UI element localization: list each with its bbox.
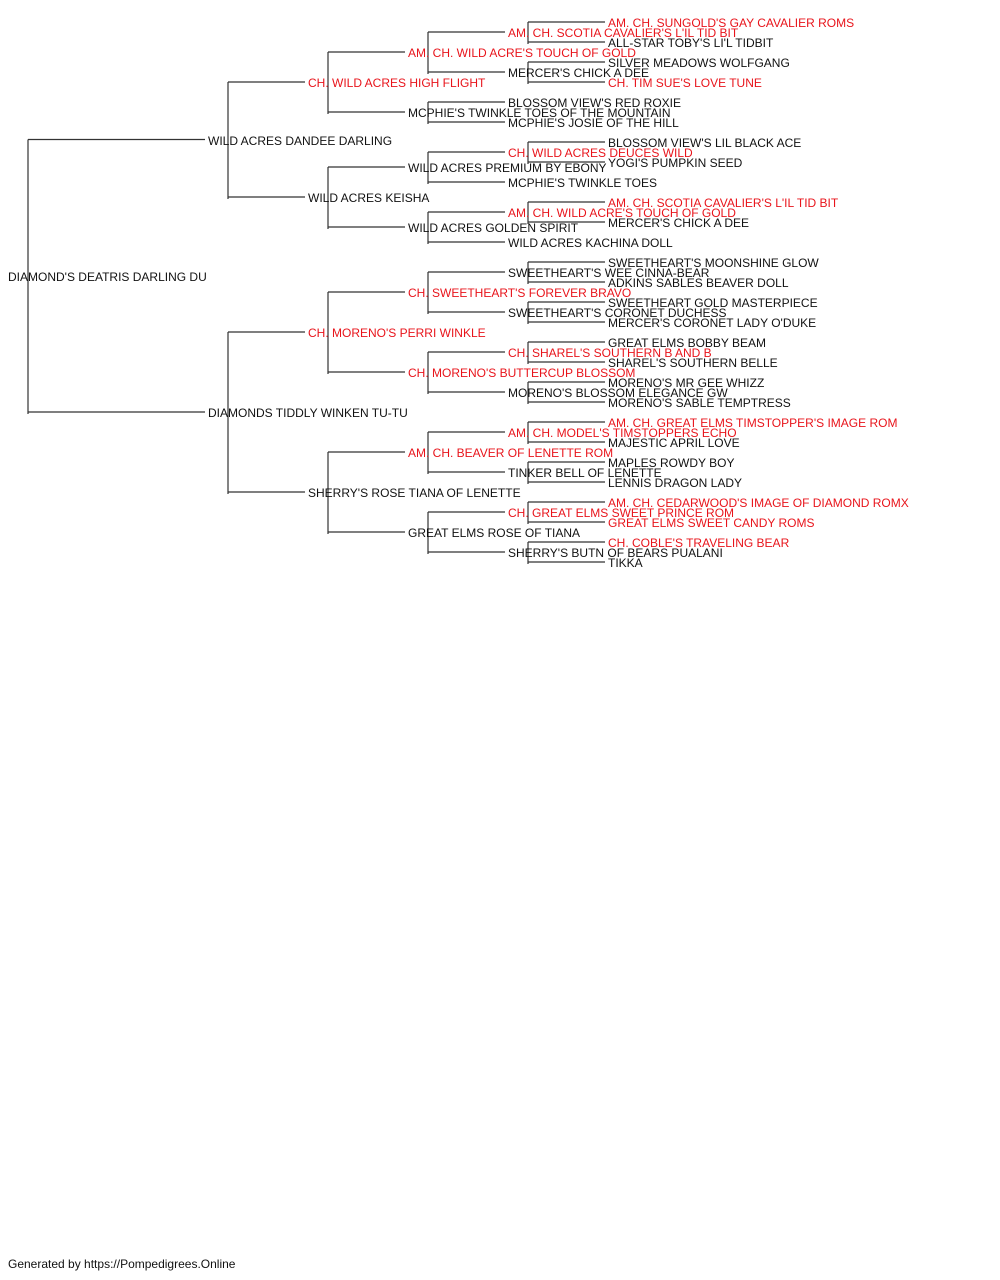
dog-name-dam: DIAMONDS TIDDLY WINKEN TU-TU [208, 406, 408, 420]
dog-name-dam-dam-dam-sire-dam: GREAT ELMS SWEET CANDY ROMS [608, 516, 815, 530]
dog-name-dam-dam-sire-dam-dam: LENNIS DRAGON LADY [608, 476, 743, 490]
dog-name-dam-sire-dam-dam-sire: MORENO'S MR GEE WHIZZ [608, 376, 765, 390]
dog-name-sire: WILD ACRES DANDEE DARLING [208, 133, 393, 148]
dog-name-dam-dam-sire-dam: TINKER BELL OF LENETTE [508, 466, 662, 480]
dog-name-dam-sire-sire-dam: SWEETHEART'S CORONET DUCHESS [508, 306, 727, 320]
dog-name-sire-dam-dam-sire: AM. CH. WILD ACRE'S TOUCH OF GOLD [508, 206, 736, 220]
dog-name-sire-sire-sire-sire: AM. CH. SCOTIA CAVALIER'S L'IL TID BIT [508, 26, 739, 40]
dog-name-dam-sire-sire-sire-sire: SWEETHEART'S MOONSHINE GLOW [608, 256, 819, 270]
dog-name-sire-dam-dam: WILD ACRES GOLDEN SPIRIT [408, 221, 579, 235]
dog-name-dam-sire-dam-sire: CH. SHAREL'S SOUTHERN B AND B [508, 346, 712, 360]
dog-name-dam-dam-sire: AM. CH. BEAVER OF LENETTE ROM [408, 446, 614, 460]
dog-name-sire-sire-dam-dam: MCPHIE'S JOSIE OF THE HILL [508, 116, 679, 130]
dog-name-sire-sire-sire: AM. CH. WILD ACRE'S TOUCH OF GOLD [408, 46, 636, 60]
dog-name-dam-dam-dam-dam: SHERRY'S BUTN OF BEARS PUALANI [508, 546, 723, 560]
dog-name-dam-dam-dam-sire: CH. GREAT ELMS SWEET PRINCE ROM [508, 506, 735, 520]
dog-name-dam-dam-dam-dam-dam: TIKKA [608, 556, 643, 570]
dog-name-dam-dam-sire-dam-sire: MAPLES ROWDY BOY [608, 456, 735, 470]
dog-name-dam-dam-sire-sire-dam: MAJESTIC APRIL LOVE [608, 436, 740, 450]
dog-name-sire-sire-dam: MCPHIE'S TWINKLE TOES OF THE MOUNTAIN [408, 106, 671, 120]
dog-name-dam-dam-dam-sire-sire: AM. CH. CEDARWOOD'S IMAGE OF DIAMOND ROM… [608, 496, 909, 510]
dog-name-sire-sire-sire-dam: MERCER'S CHICK A DEE [508, 66, 649, 80]
dog-name-dam-sire-sire-sire: SWEETHEART'S WEE CINNA-BEAR [508, 266, 710, 280]
dog-name-sire-sire: CH. WILD ACRES HIGH FLIGHT [308, 76, 486, 90]
dog-name-dam-sire-dam-sire-sire: GREAT ELMS BOBBY BEAM [608, 336, 767, 350]
dog-name-dam-sire-sire-sire-dam: ADKINS SABLES BEAVER DOLL [608, 276, 789, 290]
dog-name-sire-dam-sire-sire-dam: YOGI'S PUMPKIN SEED [608, 156, 743, 170]
dog-name-dam-sire-dam-sire-dam: SHAREL'S SOUTHERN BELLE [608, 356, 778, 370]
dog-name-sire-dam-sire-sire: CH. WILD ACRES DEUCES WILD [508, 146, 693, 160]
dog-name-sire-dam-sire-sire-sire: BLOSSOM VIEW'S LIL BLACK ACE [608, 136, 802, 150]
footer-credit: Generated by https://Pompedigrees.Online [8, 1257, 236, 1271]
dog-name-sire-sire-sire-sire-dam: ALL-STAR TOBY'S LI'L TIDBIT [608, 36, 774, 50]
dog-name-dam-sire-sire-dam-dam: MERCER'S CORONET LADY O'DUKE [608, 316, 817, 330]
dog-name-dam-sire-sire-dam-sire: SWEETHEART GOLD MASTERPIECE [608, 296, 818, 310]
dog-name-dam-sire-dam-dam: MORENO'S BLOSSOM ELEGANCE GW [508, 386, 728, 400]
dog-name-sire-dam: WILD ACRES KEISHA [308, 191, 430, 205]
dog-name-dam-dam-dam-dam-sire: CH. COBLE'S TRAVELING BEAR [608, 536, 790, 550]
dog-name-sire-dam-dam-dam: WILD ACRES KACHINA DOLL [508, 236, 673, 250]
dog-name-sire-sire-sire-sire-sire: AM. CH. SUNGOLD'S GAY CAVALIER ROMS [608, 16, 855, 30]
dog-name-dam-dam: SHERRY'S ROSE TIANA OF LENETTE [308, 486, 521, 500]
dog-name-sire-dam-sire: WILD ACRES PREMIUM BY EBONY [408, 161, 607, 175]
dog-name-dam-sire-dam: CH. MORENO'S BUTTERCUP BLOSSOM [408, 366, 636, 380]
dog-name-sire-dam-dam-sire-sire: AM. CH. SCOTIA CAVALIER'S L'IL TID BIT [608, 196, 839, 210]
dog-name-sire-sire-dam-sire: BLOSSOM VIEW'S RED ROXIE [508, 96, 681, 110]
dog-name-dam-sire: CH. MORENO'S PERRI WINKLE [308, 326, 486, 340]
dog-name-sire-sire-sire-dam-sire: SILVER MEADOWS WOLFGANG [608, 56, 790, 70]
dog-name-sire-dam-sire-dam: MCPHIE'S TWINKLE TOES [508, 176, 657, 190]
dog-name-dam-sire-sire: CH. SWEETHEART'S FOREVER BRAVO [408, 286, 632, 300]
dog-name-subject: DIAMOND'S DEATRIS DARLING DU [8, 269, 207, 284]
dog-name-dam-dam-sire-sire: AM. CH. MODEL'S TIMSTOPPERS ECHO [508, 426, 737, 440]
dog-name-dam-sire-dam-dam-dam: MORENO'S SABLE TEMPTRESS [608, 396, 791, 410]
dog-name-dam-dam-dam: GREAT ELMS ROSE OF TIANA [408, 526, 581, 540]
dog-name-sire-dam-dam-sire-dam: MERCER'S CHICK A DEE [608, 216, 749, 230]
dog-name-dam-dam-sire-sire-sire: AM. CH. GREAT ELMS TIMSTOPPER'S IMAGE RO… [608, 416, 898, 430]
dog-name-sire-sire-sire-dam-dam: CH. TIM SUE'S LOVE TUNE [608, 76, 762, 90]
